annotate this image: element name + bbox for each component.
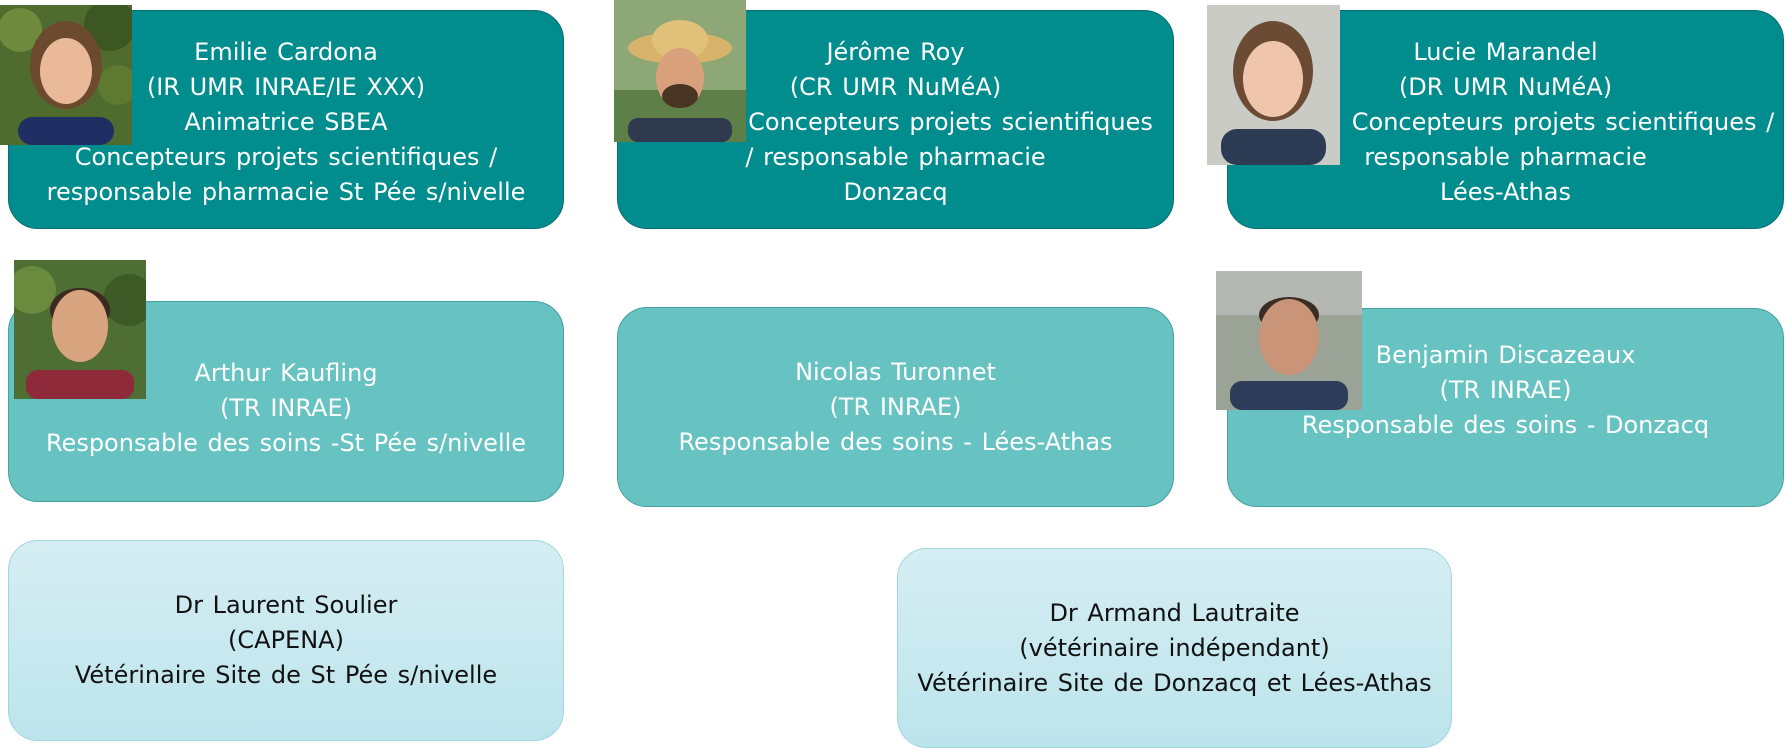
card-detail: Donzacq: [843, 178, 948, 206]
card-name: Emilie Cardona: [194, 38, 378, 66]
card-detail: Responsable des soins - Lées-Athas: [678, 427, 1113, 456]
card-detail: Vétérinaire Site de Donzacq et Lées-Atha…: [917, 668, 1432, 697]
portrait-arthur-kaufling: [14, 260, 146, 399]
card-name: Dr Laurent Soulier: [174, 591, 398, 619]
card-detail: Responsable des soins - Donzacq: [1301, 411, 1710, 439]
portrait-jerome-roy: [614, 0, 746, 142]
card-name: Benjamin Discazeaux: [1375, 341, 1636, 369]
card-role: (vétérinaire indépendant): [1019, 633, 1330, 662]
card-role: (TR INRAE): [1439, 376, 1572, 404]
card-name: Jérôme Roy: [826, 38, 965, 66]
card-role: (DR UMR NuMéA): [1398, 73, 1613, 101]
card-detail: Vétérinaire Site de St Pée s/nivelle: [74, 661, 498, 689]
card-detail: Responsable des soins -St Pée s/nivelle: [45, 429, 527, 457]
card-nicolas-turonnet: Nicolas Turonnet (TR INRAE) Responsable …: [617, 307, 1174, 507]
card-role: (CR UMR NuMéA): [789, 73, 1002, 101]
card-name: Nicolas Turonnet: [795, 357, 996, 386]
card-armand-lautraite: Dr Armand Lautraite (vétérinaire indépen…: [897, 548, 1452, 748]
card-role: (IR UMR INRAE/IE XXX): [146, 73, 426, 101]
card-name: Lucie Marandel: [1413, 38, 1598, 66]
card-detail: Animatrice SBEA: [184, 108, 388, 136]
card-name: Arthur Kaufling: [194, 359, 378, 387]
card-name: Dr Armand Lautraite: [1049, 598, 1300, 627]
portrait-emilie-cardona: [0, 5, 132, 145]
card-role: (TR INRAE): [219, 394, 352, 422]
card-detail: Concepteurs projets scientifiques /: [1351, 108, 1775, 136]
card-role: (CAPENA): [228, 626, 344, 654]
card-detail: Lées-Athas: [1440, 178, 1571, 206]
card-laurent-soulier: Dr Laurent Soulier (CAPENA) Vétérinaire …: [8, 540, 564, 741]
card-jerome-roy: Jérôme Roy (CR UMR NuMéA) Concepteurs pr…: [617, 10, 1174, 229]
card-emilie-cardona: Emilie Cardona (IR UMR INRAE/IE XXX) Ani…: [8, 10, 564, 229]
portrait-lucie-marandel: [1207, 5, 1340, 165]
card-detail: / responsable pharmacie: [745, 143, 1046, 171]
card-role: (TR INRAE): [829, 392, 962, 421]
card-detail: Concepteurs projets scientifiques: [748, 108, 1153, 136]
card-detail: Concepteurs projets scientifiques /: [74, 143, 498, 171]
portrait-benjamin-discazeaux: [1216, 271, 1362, 410]
card-detail: responsable pharmacie: [1364, 143, 1647, 171]
card-detail: responsable pharmacie St Pée s/nivelle: [46, 178, 526, 206]
